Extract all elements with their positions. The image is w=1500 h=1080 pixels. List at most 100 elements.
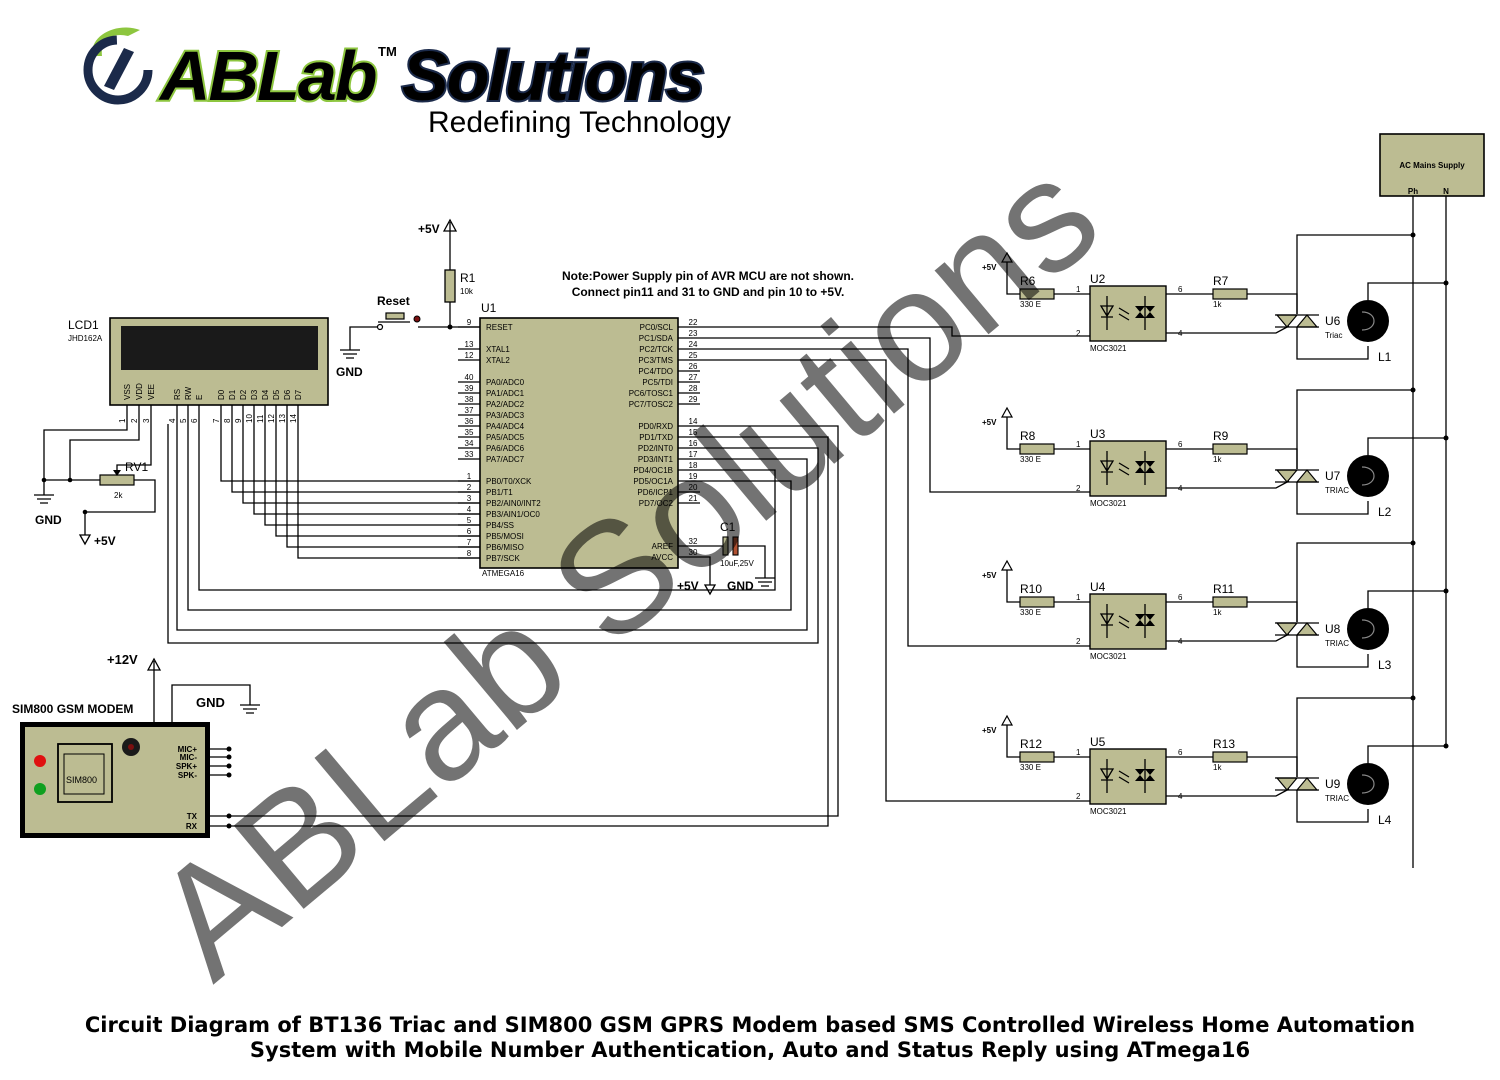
gate-resistor bbox=[1212, 751, 1248, 763]
mcu-pin-name: PB6/MISO bbox=[486, 543, 524, 552]
modem-pin-dot bbox=[226, 813, 232, 819]
c1-gnd-label: GND bbox=[727, 579, 754, 593]
mcu-pin-name: PA7/ADC7 bbox=[486, 455, 525, 464]
modem-gnd-symbol bbox=[240, 704, 260, 714]
modem-pin-dot bbox=[226, 823, 232, 829]
input-resistor-ref: R10 bbox=[1020, 582, 1042, 596]
mains-n-label: N bbox=[1443, 187, 1449, 196]
input-resistor-value: 330 E bbox=[1020, 763, 1041, 772]
lamp-filament-icon bbox=[1361, 311, 1375, 331]
lcd-pin-number: 11 bbox=[256, 414, 265, 423]
mcu-left-pins: 9RESET13XTAL112XTAL240PA0/ADC039PA1/ADC1… bbox=[458, 318, 541, 563]
r1-supply-arrow bbox=[442, 218, 458, 232]
modem-pin-label: MIC- bbox=[180, 753, 198, 762]
portc-control-wires bbox=[700, 326, 1093, 802]
opto-pin-6: 6 bbox=[1178, 593, 1183, 602]
lamp-ref: L2 bbox=[1378, 505, 1392, 519]
mcu-pin-name: PD5/OC1A bbox=[633, 477, 673, 486]
modem-vcc-arrow bbox=[146, 657, 162, 671]
triac-phase-wire bbox=[1296, 697, 1413, 777]
reset-gnd-symbol bbox=[340, 349, 360, 359]
mcu-pin-number: 14 bbox=[689, 417, 698, 426]
lcd-pin-name: D2 bbox=[239, 389, 248, 400]
neutral-junction bbox=[1443, 280, 1449, 286]
input-resistor bbox=[1019, 596, 1055, 608]
mcu-part: ATMEGA16 bbox=[482, 569, 525, 578]
triac-gate-wire bbox=[1166, 633, 1290, 642]
reset-button-cap bbox=[385, 312, 405, 320]
reset-contact-right bbox=[413, 315, 421, 323]
optocoupler-ref: U5 bbox=[1090, 735, 1106, 749]
modem-gnd-label: GND bbox=[196, 695, 225, 710]
note-line-2: Connect pin11 and 31 to GND and pin 10 t… bbox=[572, 285, 845, 299]
opto-pin-6: 6 bbox=[1178, 748, 1183, 757]
gate-resistor-wire bbox=[1247, 756, 1298, 777]
modem-led-red bbox=[34, 755, 46, 767]
mcu-pin-number: 16 bbox=[689, 439, 698, 448]
mcu-pin-name: PC1/SDA bbox=[639, 334, 674, 343]
mcu-pin-name: XTAL2 bbox=[486, 356, 510, 365]
lcd-pin-name: D3 bbox=[250, 389, 259, 400]
lcd-pin-number: 2 bbox=[130, 418, 139, 423]
opto-triac-icon bbox=[1135, 769, 1155, 781]
mcu-pin-number: 6 bbox=[467, 527, 472, 536]
lcd-vss-wire bbox=[43, 424, 128, 495]
rv1-ref: RV1 bbox=[125, 460, 148, 474]
gate-resistor-value: 1k bbox=[1213, 763, 1222, 772]
modem-pin-dot bbox=[226, 763, 232, 769]
modem-title: SIM800 GSM MODEM bbox=[12, 702, 133, 716]
mcu-pin-number: 8 bbox=[467, 549, 472, 558]
r1-value: 10k bbox=[460, 287, 474, 296]
lcd-gnd-label: GND bbox=[35, 513, 62, 527]
input-resistor-ref: R6 bbox=[1020, 274, 1036, 288]
c1-value: 10uF,25V bbox=[720, 559, 754, 568]
lcd-pin-name: D1 bbox=[228, 389, 237, 400]
wire-rxd-tx bbox=[230, 425, 839, 817]
mcu-pin-name: PA2/ADC2 bbox=[486, 400, 525, 409]
bus-d4 bbox=[264, 424, 480, 526]
channel-supply-arrow bbox=[1000, 406, 1014, 418]
opto-led-icon bbox=[1099, 604, 1115, 638]
mcu-pin-number: 36 bbox=[465, 417, 474, 426]
phase-junction bbox=[1410, 232, 1416, 238]
mcu-pin-name: PB1/T1 bbox=[486, 488, 513, 497]
mcu-pin-number: 40 bbox=[465, 373, 474, 382]
mcu-pin-name: PD0/RXD bbox=[638, 422, 673, 431]
modem-vcc-label: +12V bbox=[107, 652, 138, 667]
channel-supply-label: +5V bbox=[982, 418, 997, 427]
gate-resistor-wire bbox=[1247, 448, 1298, 469]
modem-pin-label: SPK+ bbox=[176, 762, 197, 771]
reset-label: Reset bbox=[377, 294, 410, 308]
input-resistor-value: 330 E bbox=[1020, 300, 1041, 309]
opto-light-icon bbox=[1118, 307, 1130, 321]
modem-antenna-center bbox=[128, 744, 134, 750]
lamp-ref: L3 bbox=[1378, 658, 1392, 672]
mcu-pin-number: 3 bbox=[467, 494, 472, 503]
mcu-pin-name: PC7/TOSC2 bbox=[629, 400, 674, 409]
gate-resistor-value: 1k bbox=[1213, 300, 1222, 309]
opto-pin-1: 1 bbox=[1076, 285, 1081, 294]
lamp-neutral-wire bbox=[1367, 282, 1446, 300]
lcd-vdd-wire bbox=[69, 424, 140, 481]
bus-d2 bbox=[242, 424, 480, 504]
opto-pin-1: 1 bbox=[1076, 440, 1081, 449]
mcu-pin-name: PD7/OC2 bbox=[639, 499, 674, 508]
opto-pin-1: 1 bbox=[1076, 748, 1081, 757]
rv1-junction-gnd bbox=[41, 477, 47, 483]
lcd-ref: LCD1 bbox=[68, 318, 99, 332]
mcu-atmega16: U1 ATMEGA16 9RESET13XTAL112XTAL240PA0/AD… bbox=[458, 301, 700, 578]
mcu-pin-number: 22 bbox=[689, 318, 698, 327]
avcc-label: +5V bbox=[677, 579, 699, 593]
lamp-filament-icon bbox=[1361, 774, 1375, 794]
mcu-right-pins: 22PC0/SCL23PC1/SDA24PC2/TCK25PC3/TMS26PC… bbox=[629, 318, 700, 562]
neutral-junction bbox=[1443, 435, 1449, 441]
mcu-pin-name: PA0/ADC0 bbox=[486, 378, 525, 387]
gate-resistor-wire bbox=[1247, 293, 1298, 314]
reset-gnd-label: GND bbox=[336, 365, 363, 379]
mcu-pin-number: 38 bbox=[465, 395, 474, 404]
caption: Circuit Diagram of BT136 Triac and SIM80… bbox=[0, 1013, 1500, 1063]
